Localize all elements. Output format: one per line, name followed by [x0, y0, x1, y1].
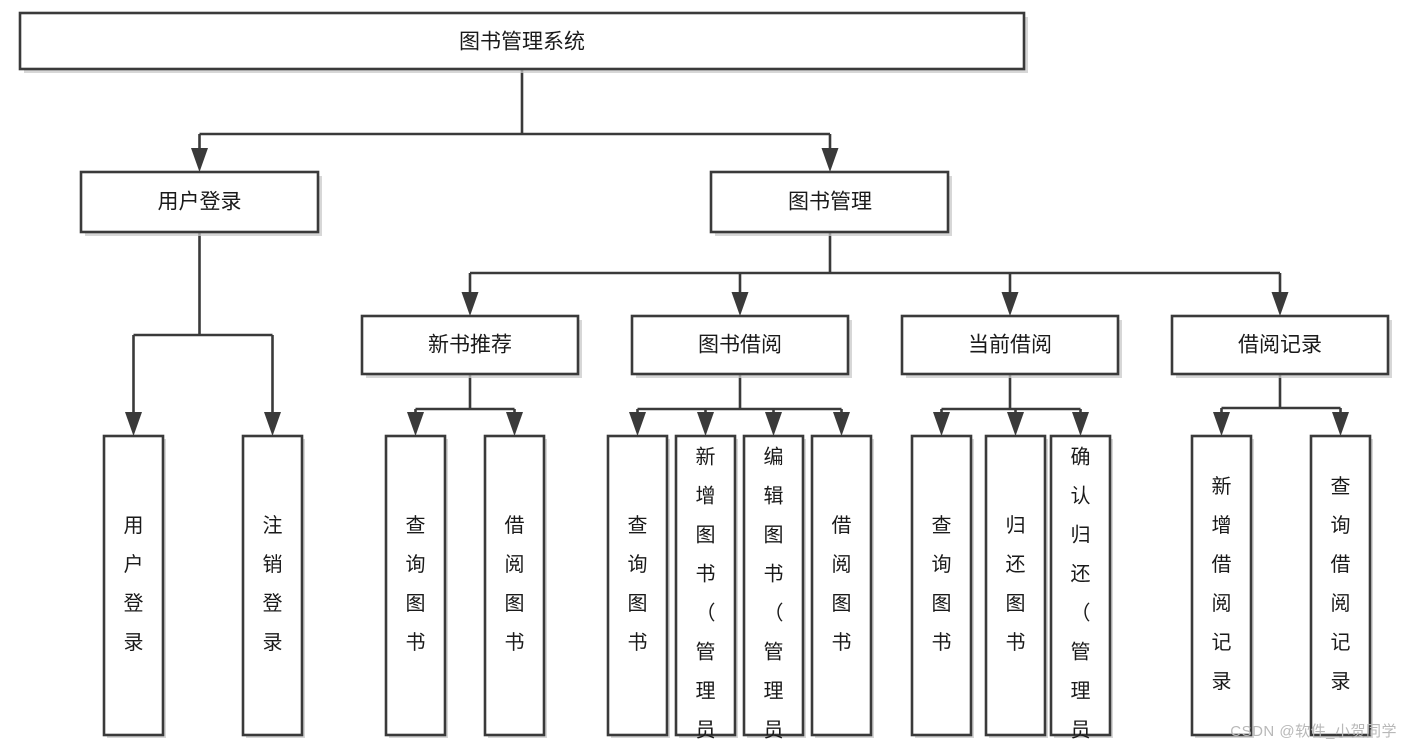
current-borrow-label: 当前借阅: [968, 334, 1052, 357]
arrow-head-borrow-record: [1271, 292, 1289, 316]
leaf-user-logout-box[interactable]: [241, 434, 304, 737]
node-leaf-query-book-2[interactable]: 查询图书: [606, 434, 670, 738]
leaf-node-layer: 用户登录 注销登录 查询图书 借阅图书 查询图书 新增图书（管理员） 编辑图书（管理员） 借阅…: [102, 434, 1373, 747]
leaf-user-logout-label: 注销登录: [263, 514, 283, 654]
leaf-borrow-book-2-box[interactable]: [810, 434, 873, 737]
arrow-head-leaf-query-record: [1332, 412, 1349, 436]
leaf-query-book-3-label: 查询图书: [932, 514, 952, 654]
borrow-record-label: 借阅记录: [1238, 334, 1322, 357]
node-leaf-query-book-1[interactable]: 查询图书: [384, 434, 448, 738]
leaf-add-record-box[interactable]: [1190, 434, 1253, 737]
current-borrow-box[interactable]: [900, 314, 1120, 376]
connector-layer: [125, 69, 1349, 436]
arrow-head-leaf-borrow-book-1: [506, 412, 523, 436]
leaf-user-login-box[interactable]: [102, 434, 165, 737]
arrow-head-leaf-borrow-book-2: [833, 412, 850, 436]
arrow-head-leaf-query-book-3: [933, 412, 950, 436]
node-leaf-return-book[interactable]: 归还图书: [984, 434, 1048, 738]
node-book-manage[interactable]: 图书管理: [709, 170, 952, 236]
node-leaf-add-book[interactable]: 新增图书（管理员）: [674, 434, 738, 747]
node-user-login[interactable]: 用户登录: [79, 170, 322, 236]
leaf-user-login-label: 用户登录: [124, 515, 144, 654]
arrow-head-leaf-add-record: [1213, 412, 1230, 436]
leaf-borrow-book-1-box[interactable]: [483, 434, 546, 737]
leaf-return-book-box[interactable]: [984, 434, 1047, 737]
leaf-confirm-return-box[interactable]: [1049, 434, 1112, 737]
leaf-edit-book-box[interactable]: [742, 434, 805, 737]
borrow-record-box[interactable]: [1170, 314, 1390, 376]
user-login-label: 用户登录: [158, 191, 242, 214]
book-borrow-label: 图书借阅: [698, 334, 782, 357]
node-new-book-recommend[interactable]: 新书推荐: [360, 314, 582, 378]
arrow-head-user-login: [191, 148, 208, 172]
leaf-query-book-2-box[interactable]: [606, 434, 669, 737]
arrow-head-leaf-user-login: [125, 412, 142, 436]
node-leaf-user-login[interactable]: 用户登录: [102, 434, 166, 738]
node-leaf-confirm-return[interactable]: 确认归还（管理员）: [1049, 434, 1113, 747]
leaf-add-book-box[interactable]: [674, 434, 737, 737]
new-book-recommend-box[interactable]: [360, 314, 580, 376]
leaf-query-book-2-label: 查询图书: [628, 514, 648, 654]
node-leaf-add-record[interactable]: 新增借阅记录: [1190, 434, 1254, 738]
leaf-edit-book-label: 编辑图书（管理员）: [764, 446, 784, 747]
leaf-borrow-book-1-label: 借阅图书: [505, 514, 525, 654]
node-borrow-record[interactable]: 借阅记录: [1170, 314, 1392, 378]
leaf-query-record-label: 查询借阅记录: [1331, 475, 1351, 693]
node-leaf-query-book-3[interactable]: 查询图书: [910, 434, 974, 738]
arrow-head-leaf-add-book: [697, 412, 714, 436]
node-book-borrow[interactable]: 图书借阅: [630, 314, 852, 378]
new-book-recommend-label: 新书推荐: [428, 334, 512, 357]
leaf-query-book-1-label: 查询图书: [406, 514, 426, 654]
leaf-confirm-return-label: 确认归还（管理员）: [1071, 446, 1091, 747]
user-login-box[interactable]: [79, 170, 320, 234]
node-leaf-user-logout[interactable]: 注销登录: [241, 434, 305, 738]
node-leaf-borrow-book-2[interactable]: 借阅图书: [810, 434, 874, 738]
leaf-borrow-book-2-label: 借阅图书: [832, 514, 852, 654]
leaf-query-book-1-box[interactable]: [384, 434, 447, 737]
root-label: 图书管理系统: [459, 31, 585, 54]
leaf-query-book-3-box[interactable]: [910, 434, 973, 737]
arrow-head-leaf-return-book: [1007, 412, 1024, 436]
arrow-head-leaf-query-book-1: [407, 412, 424, 436]
node-root[interactable]: 图书管理系统: [18, 11, 1028, 73]
arrow-head-leaf-user-logout: [264, 412, 281, 436]
arrow-head-leaf-edit-book: [765, 412, 782, 436]
arrow-head-leaf-confirm-return: [1072, 412, 1089, 436]
book-manage-label: 图书管理: [788, 191, 872, 214]
root-box[interactable]: [18, 11, 1026, 71]
node-leaf-borrow-book-1[interactable]: 借阅图书: [483, 434, 547, 738]
arrow-head-book-manage: [821, 148, 839, 172]
arrow-head-leaf-query-book-2: [629, 412, 646, 436]
book-manage-box[interactable]: [709, 170, 950, 234]
leaf-add-record-label: 新增借阅记录: [1212, 475, 1232, 693]
node-leaf-edit-book[interactable]: 编辑图书（管理员）: [742, 434, 806, 747]
leaf-query-record-box[interactable]: [1309, 434, 1372, 737]
arrow-head-book-borrow: [731, 292, 749, 316]
book-borrow-box[interactable]: [630, 314, 850, 376]
leaf-add-book-label: 新增图书（管理员）: [696, 446, 716, 747]
leaf-return-book-label: 归还图书: [1006, 514, 1026, 654]
arrow-head-current-borrow: [1001, 292, 1019, 316]
watermark-text: CSDN @软件_小贺同学: [1230, 723, 1397, 740]
node-leaf-query-record[interactable]: 查询借阅记录: [1309, 434, 1373, 738]
arrow-head-new-book-recommend: [461, 292, 479, 316]
node-current-borrow[interactable]: 当前借阅: [900, 314, 1122, 378]
